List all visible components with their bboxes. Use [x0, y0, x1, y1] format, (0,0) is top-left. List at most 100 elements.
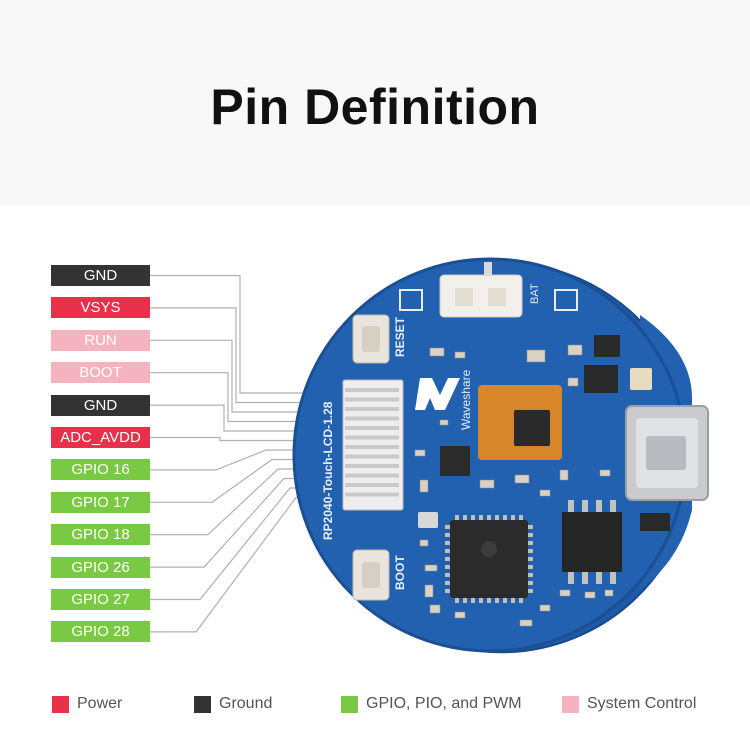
flash-chip-pins	[568, 500, 616, 584]
legend-label: GPIO, PIO, and PWM	[366, 695, 522, 712]
smd-part	[429, 347, 445, 357]
rp2040-pin	[463, 598, 467, 603]
smd-part	[539, 489, 551, 497]
rp2040-pin	[445, 573, 450, 577]
rp2040-pin	[528, 589, 533, 593]
reset-button-cap	[362, 326, 380, 352]
header-pin	[345, 388, 399, 392]
rp2040-pin	[511, 515, 515, 520]
pin-label: GPIO 18	[51, 524, 150, 546]
smd-part	[479, 479, 495, 489]
title-band	[0, 0, 750, 205]
rp2040-pin	[495, 598, 499, 603]
flash-pin	[610, 500, 616, 512]
rp2040-pin	[455, 515, 459, 520]
rp2040-pin	[471, 598, 475, 603]
raspberry-logo-icon	[481, 541, 497, 557]
rp2040-pin	[445, 589, 450, 593]
rp2040-pin	[528, 557, 533, 561]
pin-leader-line	[150, 339, 346, 413]
usb-c-opening	[646, 436, 686, 470]
rp2040-pins	[445, 515, 533, 603]
bat-pad-right	[554, 289, 578, 311]
pin-leader-line	[150, 372, 346, 423]
flash-pin	[582, 500, 588, 512]
page-title: Pin Definition	[210, 79, 540, 135]
legend-label: Power	[77, 695, 123, 712]
legend-swatch	[562, 695, 579, 713]
smd-part	[539, 604, 551, 612]
bat-pad-left	[399, 289, 423, 311]
capacitor-tan	[630, 368, 652, 390]
legend-label: Ground	[219, 695, 273, 712]
smd-part	[414, 449, 426, 457]
header-pin	[345, 435, 399, 440]
reset-silkscreen: RESET	[393, 316, 407, 357]
rp2040-pin	[528, 581, 533, 585]
smd-part	[567, 377, 579, 387]
rp2040-pin	[463, 515, 467, 520]
header-pin	[345, 426, 399, 430]
header-pin	[345, 464, 399, 468]
rp2040-pin	[487, 515, 491, 520]
rp2040-pin	[445, 549, 450, 553]
legend-label: System Control	[587, 695, 697, 712]
smd-part	[419, 539, 429, 547]
smd-part	[567, 344, 583, 356]
flash-pin	[596, 572, 602, 584]
imu-chip	[514, 410, 550, 446]
rp2040-pin	[495, 515, 499, 520]
pin-label: GPIO 28	[51, 621, 150, 643]
flash-chip	[562, 512, 622, 572]
flash-pin	[610, 572, 616, 584]
bat-silkscreen: BAT	[529, 283, 541, 304]
smd-part	[454, 351, 466, 359]
battery-socket-right	[488, 288, 506, 306]
waveshare-logo: Waveshare	[415, 369, 473, 430]
flash-pin	[568, 572, 574, 584]
header-pins	[345, 388, 399, 497]
smd-part	[429, 604, 441, 614]
flash-pin	[582, 572, 588, 584]
pin-leader-line	[150, 307, 346, 404]
smd-part	[559, 589, 571, 597]
rp2040-pin	[503, 598, 507, 603]
crystal	[418, 512, 438, 528]
smd-part	[514, 474, 530, 484]
pin-leader-line	[150, 436, 346, 442]
legend-swatch	[194, 695, 211, 713]
board-name-silkscreen: RP2040-Touch-LCD-1.28	[321, 401, 335, 540]
header-pin	[345, 416, 399, 421]
pin-label: GPIO 17	[51, 491, 150, 513]
smd-part	[584, 591, 596, 599]
smd-part	[559, 469, 569, 481]
flash-pin	[596, 500, 602, 512]
boot-silkscreen: BOOT	[393, 555, 407, 590]
legend-item: Ground	[194, 694, 272, 714]
rp2040-pin	[519, 598, 523, 603]
touch-controller-chip	[440, 446, 470, 476]
header-pin	[345, 483, 399, 487]
battery-connector	[439, 274, 523, 318]
rp2040-pin	[487, 598, 491, 603]
legend-item: Power	[52, 694, 122, 714]
header-pin	[345, 397, 399, 402]
header-pin	[345, 454, 399, 459]
smd-part	[424, 584, 434, 598]
flash-pin	[568, 500, 574, 512]
pin-label: GND	[51, 265, 150, 286]
battery-pin	[484, 262, 492, 276]
pin-leader-line	[150, 404, 346, 432]
smd-part	[424, 564, 438, 572]
rp2040-pin	[479, 515, 483, 520]
usb-esd-chip	[640, 513, 670, 531]
rp2040-pin	[445, 565, 450, 569]
rp2040-pin	[528, 525, 533, 529]
boot-button-cap	[362, 562, 380, 588]
rp2040-pin	[445, 533, 450, 537]
rp2040-pin	[511, 598, 515, 603]
smd-part	[419, 479, 429, 493]
smd-part	[439, 419, 449, 426]
header-pin	[345, 492, 399, 497]
